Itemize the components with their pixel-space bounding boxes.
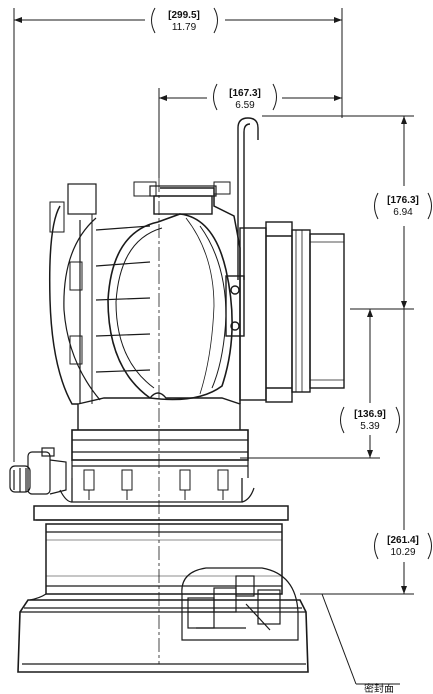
mounting-flange — [71, 429, 249, 461]
dimension-upper-height-inch: 6.94 — [393, 207, 413, 218]
dimension-offset-width: [167.3] 6.59 — [158, 83, 342, 178]
housing — [48, 187, 241, 405]
pedestal — [77, 392, 241, 430]
adapter-ring — [71, 478, 243, 503]
seal-face-callout: 密封面 — [321, 593, 400, 694]
dimension-upper-height-mm: [176.3] — [387, 195, 419, 206]
dimension-overall-width-inch: 11.79 — [172, 22, 197, 33]
dimension-lower-height-inch: 10.29 — [390, 547, 415, 558]
adapter-bolts — [83, 469, 229, 500]
dimension-lower-height-mm: [261.4] — [387, 535, 419, 546]
bottom-flange — [33, 505, 289, 521]
dimension-upper-height: [176.3] 6.94 — [262, 115, 432, 310]
dimension-middle-height-inch: 5.39 — [360, 421, 380, 432]
dimension-overall-width: [299.5] 11.79 — [13, 7, 343, 462]
dimension-overall-width-mm: [299.5] — [168, 10, 200, 21]
discharge-nozzle — [153, 195, 213, 215]
lifting-handle — [225, 117, 259, 337]
dimension-offset-width-inch: 6.59 — [235, 100, 255, 111]
dimension-lower-height: [261.4] 10.29 — [300, 309, 432, 595]
inlet-detail — [181, 567, 299, 641]
base-foot — [17, 599, 309, 673]
volute — [107, 213, 233, 401]
dimension-offset-width-mm: [167.3] — [229, 88, 261, 99]
lower-bowl — [45, 523, 283, 595]
pump-assembly — [9, 117, 345, 673]
dimension-middle-height-mm: [136.9] — [354, 409, 386, 420]
dimension-middle-height: [136.9] 5.39 — [240, 309, 400, 459]
seal-face-label: 密封面 — [364, 682, 394, 694]
suction-flange — [239, 221, 345, 403]
side-valve — [9, 447, 67, 495]
